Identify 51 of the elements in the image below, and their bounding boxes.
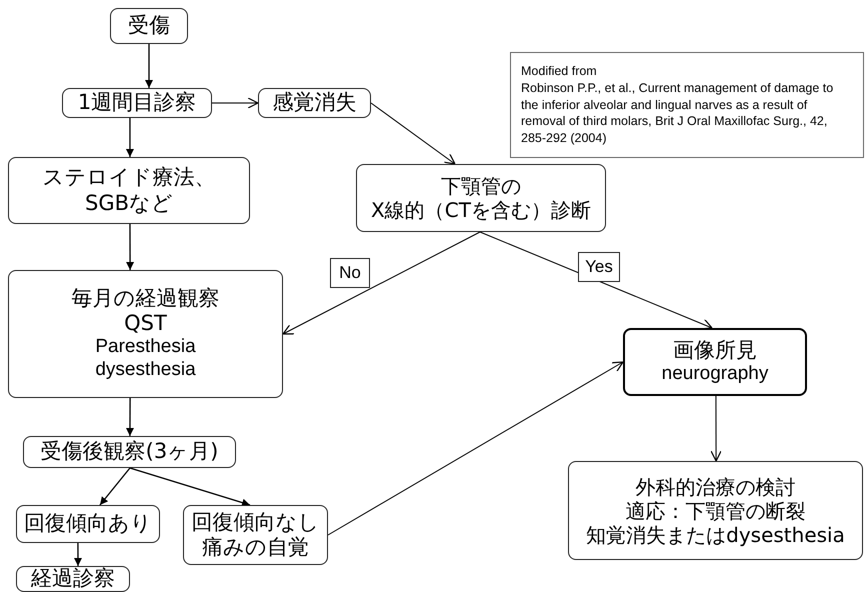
process-box xyxy=(356,164,606,232)
node-label: 適応：下顎管の断裂 xyxy=(626,498,806,522)
process-box xyxy=(62,88,212,118)
node-label: Paresthesia xyxy=(95,336,196,360)
process-box xyxy=(16,566,130,592)
node-label: 外科的治療の検討 xyxy=(636,474,796,498)
node-label: 毎月の経過観察 xyxy=(72,286,220,312)
process-box xyxy=(8,157,250,224)
node-label: 受傷後観察(3ヶ月) xyxy=(40,439,218,465)
node-label: QST xyxy=(124,311,167,336)
process-box xyxy=(23,436,236,468)
arrow xyxy=(145,44,153,88)
arrow xyxy=(282,232,480,335)
node-label: neurography xyxy=(662,363,768,386)
node-label: 画像所見 xyxy=(673,338,757,364)
arrow xyxy=(480,232,713,330)
arrow xyxy=(328,361,624,536)
citation-text: Robinson P.P., et al., Current management of damage to the inferior alveolar and lingual narves as a result of removal of third molars, Brit J Oral Maxillofac Surg., 42, 285-292 (2004) xyxy=(521,80,834,148)
node-label: ステロイド療法、 xyxy=(42,165,216,190)
arrow xyxy=(126,398,134,436)
node-label: 経過診察 xyxy=(31,566,115,592)
arrow xyxy=(710,396,722,462)
node-label: 痛みの自覚 xyxy=(202,535,309,560)
process-box xyxy=(8,270,283,398)
process-box xyxy=(183,505,328,565)
node-label: 1週間目診察 xyxy=(78,90,196,116)
process-box xyxy=(623,328,807,396)
arrow xyxy=(99,468,130,506)
process-box xyxy=(16,505,160,543)
node-label: X線的（CTを含む）診断 xyxy=(371,198,591,222)
node-label: 下顎管の xyxy=(441,174,521,198)
process-box xyxy=(110,8,188,44)
node-label: 感覚消失 xyxy=(272,90,356,116)
arrow xyxy=(126,118,134,157)
process-box xyxy=(568,461,863,560)
node-label: SGBなど xyxy=(84,190,173,216)
process-box xyxy=(258,88,371,118)
arrow xyxy=(126,224,134,270)
arrow xyxy=(130,467,250,506)
note-text: Modified from xyxy=(521,62,597,80)
arrow xyxy=(74,543,82,566)
node-label: 知覚消失またはdysesthesia xyxy=(586,522,845,546)
arrow xyxy=(212,97,259,109)
node-label: 回復傾向なし xyxy=(192,510,320,535)
node-label: 受傷 xyxy=(128,13,170,39)
edge-label: Yes xyxy=(578,252,620,282)
edge-label: No xyxy=(330,258,370,288)
arrow xyxy=(370,102,456,165)
node-label: 回復傾向あり xyxy=(24,511,152,537)
node-label: dysesthesia xyxy=(95,359,196,382)
reference-box xyxy=(510,52,864,158)
